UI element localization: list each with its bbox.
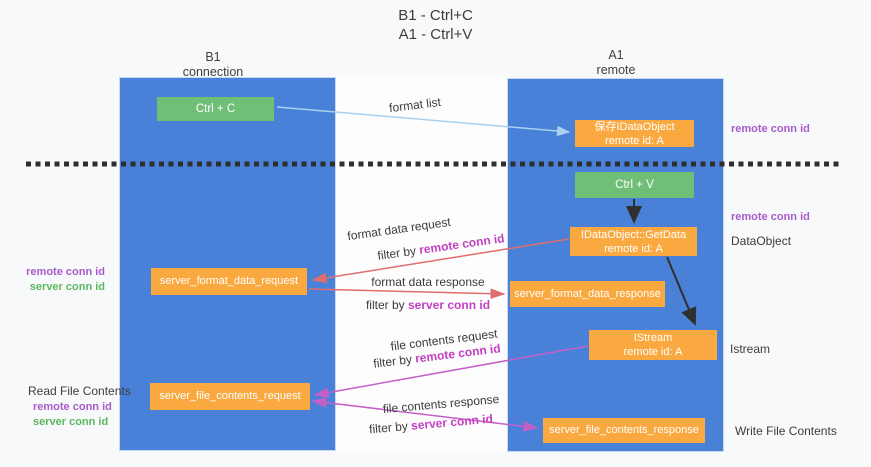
save-idataobject-box: 保存IDataObject remote id: A (575, 120, 694, 147)
format-data-response-label: format data response (371, 275, 485, 289)
title-line-1: B1 - Ctrl+C (398, 7, 473, 24)
getdata-line1: IDataObject::GetData (580, 228, 687, 241)
remote-conn-id-label-top: remote conn id (731, 123, 810, 135)
ctrl-c-box: Ctrl + C (157, 97, 274, 121)
format-response-filter-label: filter by server conn id (343, 298, 513, 312)
lane-a1-role: remote (596, 63, 636, 77)
save-idataobject-line1: 保存IDataObject (594, 120, 675, 133)
server-file-contents-response-label: server_file_contents_response (549, 424, 699, 436)
server-conn-id-highlight: server conn id (408, 298, 491, 312)
lane-b1-role: connection (182, 65, 244, 79)
istream-side-label: Istream (730, 342, 771, 356)
server-file-contents-request-label: server_file_contents_request (159, 390, 301, 402)
left-remote-conn-id-2: remote conn id (33, 401, 112, 413)
ctrl-v-label: Ctrl + V (615, 178, 654, 191)
server-format-data-response-label: server_format_data_response (514, 287, 661, 300)
server-format-data-response-box: server_format_data_response (510, 281, 665, 307)
istream-box: IStream remote id: A (589, 330, 717, 360)
lane-header-b1: B1 connection (153, 50, 273, 80)
remote-conn-id-label-mid: remote conn id (731, 211, 810, 223)
ctrl-c-label: Ctrl + C (195, 102, 236, 115)
diagram-title: B1 - Ctrl+C A1 - Ctrl+V (0, 6, 871, 44)
dataobject-label: DataObject (731, 234, 792, 248)
left-remote-conn-id: remote conn id (26, 266, 105, 278)
idataobject-getdata-box: IDataObject::GetData remote id: A (570, 227, 697, 256)
lane-a1-name: A1 (608, 48, 624, 62)
server-format-data-request-box: server_format_data_request (151, 268, 307, 295)
left-server-conn-id: server conn id (29, 281, 105, 293)
left-conn-id-group-bottom: remote conn id server conn id (33, 400, 112, 430)
lane-header-a1: A1 remote (556, 48, 676, 78)
write-file-contents-label: Write File Contents (735, 424, 837, 438)
lane-b1-name: B1 (205, 50, 221, 64)
istream-line2: remote id: A (623, 346, 683, 358)
ctrl-v-box: Ctrl + V (575, 172, 694, 198)
save-idataobject-line2: remote id: A (605, 134, 664, 147)
istream-line1: IStream (633, 332, 673, 344)
filter-by-text: filter by (365, 298, 405, 312)
getdata-line2: remote id: A (604, 242, 663, 255)
read-file-contents-label: Read File Contents (28, 384, 131, 398)
server-file-contents-request-box: server_file_contents_request (150, 383, 310, 410)
title-line-2: A1 - Ctrl+V (398, 26, 473, 43)
server-file-contents-response-box: server_file_contents_response (543, 418, 705, 443)
server-format-data-request-label: server_format_data_request (159, 275, 299, 287)
left-conn-id-group-top: remote conn id server conn id (25, 265, 105, 295)
left-server-conn-id-2: server conn id (33, 416, 109, 428)
